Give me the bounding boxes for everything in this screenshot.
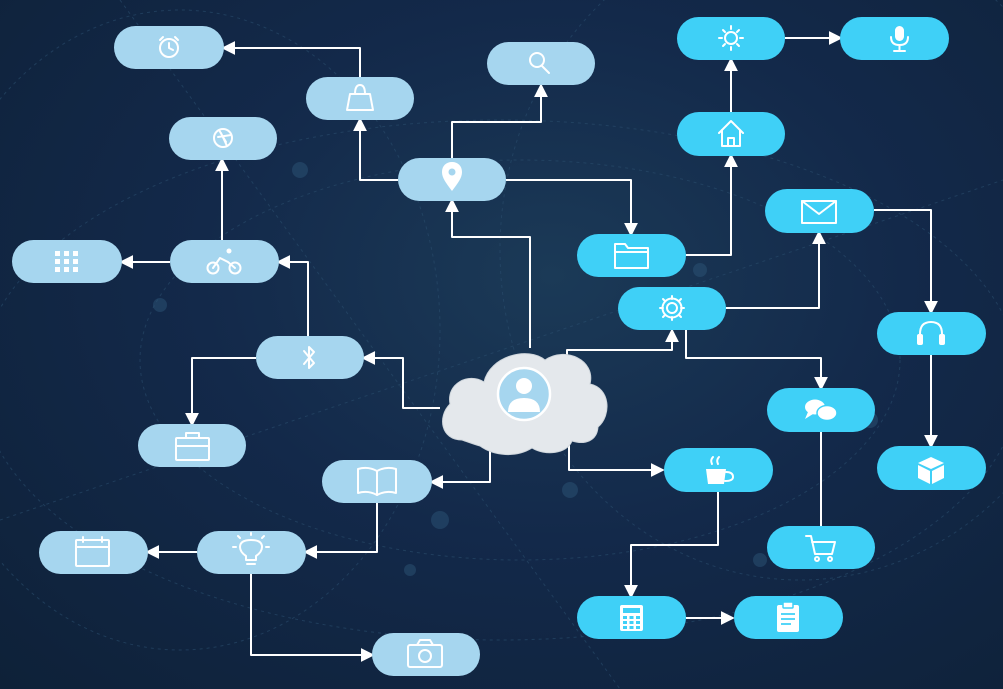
node-cart[interactable] — [767, 526, 875, 569]
location-pin-icon — [442, 162, 462, 191]
node-calendar[interactable] — [39, 531, 148, 574]
calendar-icon — [75, 536, 110, 567]
user-icon — [496, 366, 552, 422]
node-briefcase[interactable] — [138, 424, 246, 467]
node-aperture[interactable] — [169, 117, 277, 160]
node-settings[interactable] — [618, 287, 726, 330]
node-cycling[interactable] — [170, 240, 279, 283]
node-location[interactable] — [398, 158, 506, 201]
chat-bubbles-icon — [805, 399, 838, 422]
cube-icon — [918, 457, 944, 484]
calculator-icon — [620, 605, 643, 631]
edge-cloud-bluetooth — [361, 351, 440, 409]
edge-cloud-location — [445, 198, 531, 348]
grid-icon — [55, 251, 78, 272]
bicycle-icon — [206, 248, 242, 275]
edge-settings-mail — [726, 230, 826, 309]
coffee-cup-icon — [706, 456, 734, 484]
search-icon — [529, 52, 550, 74]
cloud-user-node[interactable] — [442, 353, 608, 455]
edge-bag-alarm — [221, 41, 361, 78]
camera-aperture-icon — [213, 128, 233, 148]
node-search[interactable] — [487, 42, 595, 85]
node-folder[interactable] — [577, 234, 686, 277]
node-bag[interactable] — [306, 77, 414, 120]
microphone-icon — [890, 26, 909, 52]
edge-coffee-calculator — [624, 492, 719, 599]
node-brightness[interactable] — [677, 17, 785, 60]
node-bulb[interactable] — [197, 531, 306, 574]
nodes-layer — [12, 17, 986, 676]
edge-cloud-book — [429, 440, 491, 489]
edge-book-bulb — [303, 503, 378, 559]
node-alarm[interactable] — [114, 26, 224, 69]
node-headphones[interactable] — [877, 312, 986, 355]
gear-icon — [659, 295, 685, 321]
open-book-icon — [357, 466, 397, 496]
camera-icon — [407, 639, 443, 668]
edge-mail-headphones — [874, 209, 938, 315]
node-home[interactable] — [677, 112, 785, 156]
edge-location-folder — [506, 179, 638, 237]
node-mail[interactable] — [765, 189, 874, 233]
edge-settings-chat — [685, 330, 828, 391]
node-bluetooth[interactable] — [256, 336, 364, 379]
edge-location-bag — [353, 117, 398, 181]
node-grid[interactable] — [12, 240, 122, 283]
shopping-cart-icon — [805, 535, 836, 562]
node-chat[interactable] — [767, 388, 875, 432]
node-calculator[interactable] — [577, 596, 686, 639]
edge-bluetooth-cycling — [276, 255, 309, 336]
brightness-icon — [718, 25, 744, 51]
lightbulb-icon — [232, 532, 270, 565]
node-coffee[interactable] — [664, 448, 773, 492]
shopping-bag-icon — [346, 84, 374, 111]
bluetooth-icon — [303, 346, 315, 369]
folder-icon — [614, 243, 649, 269]
edge-bulb-camera — [250, 573, 375, 662]
node-cube[interactable] — [877, 446, 986, 490]
clipboard-icon — [777, 601, 799, 632]
alarm-clock-icon — [159, 36, 179, 58]
edge-bluetooth-briefcase — [185, 357, 256, 427]
home-icon — [718, 120, 744, 147]
node-mic[interactable] — [840, 17, 949, 60]
mail-icon — [801, 200, 837, 224]
edge-location-search — [451, 83, 548, 158]
node-book[interactable] — [322, 460, 432, 503]
edge-folder-home — [686, 153, 738, 256]
edge-cloud-settings — [566, 328, 679, 360]
headphones-icon — [917, 321, 945, 345]
briefcase-icon — [175, 432, 210, 461]
node-clipboard[interactable] — [734, 596, 843, 639]
node-camera[interactable] — [372, 633, 480, 676]
